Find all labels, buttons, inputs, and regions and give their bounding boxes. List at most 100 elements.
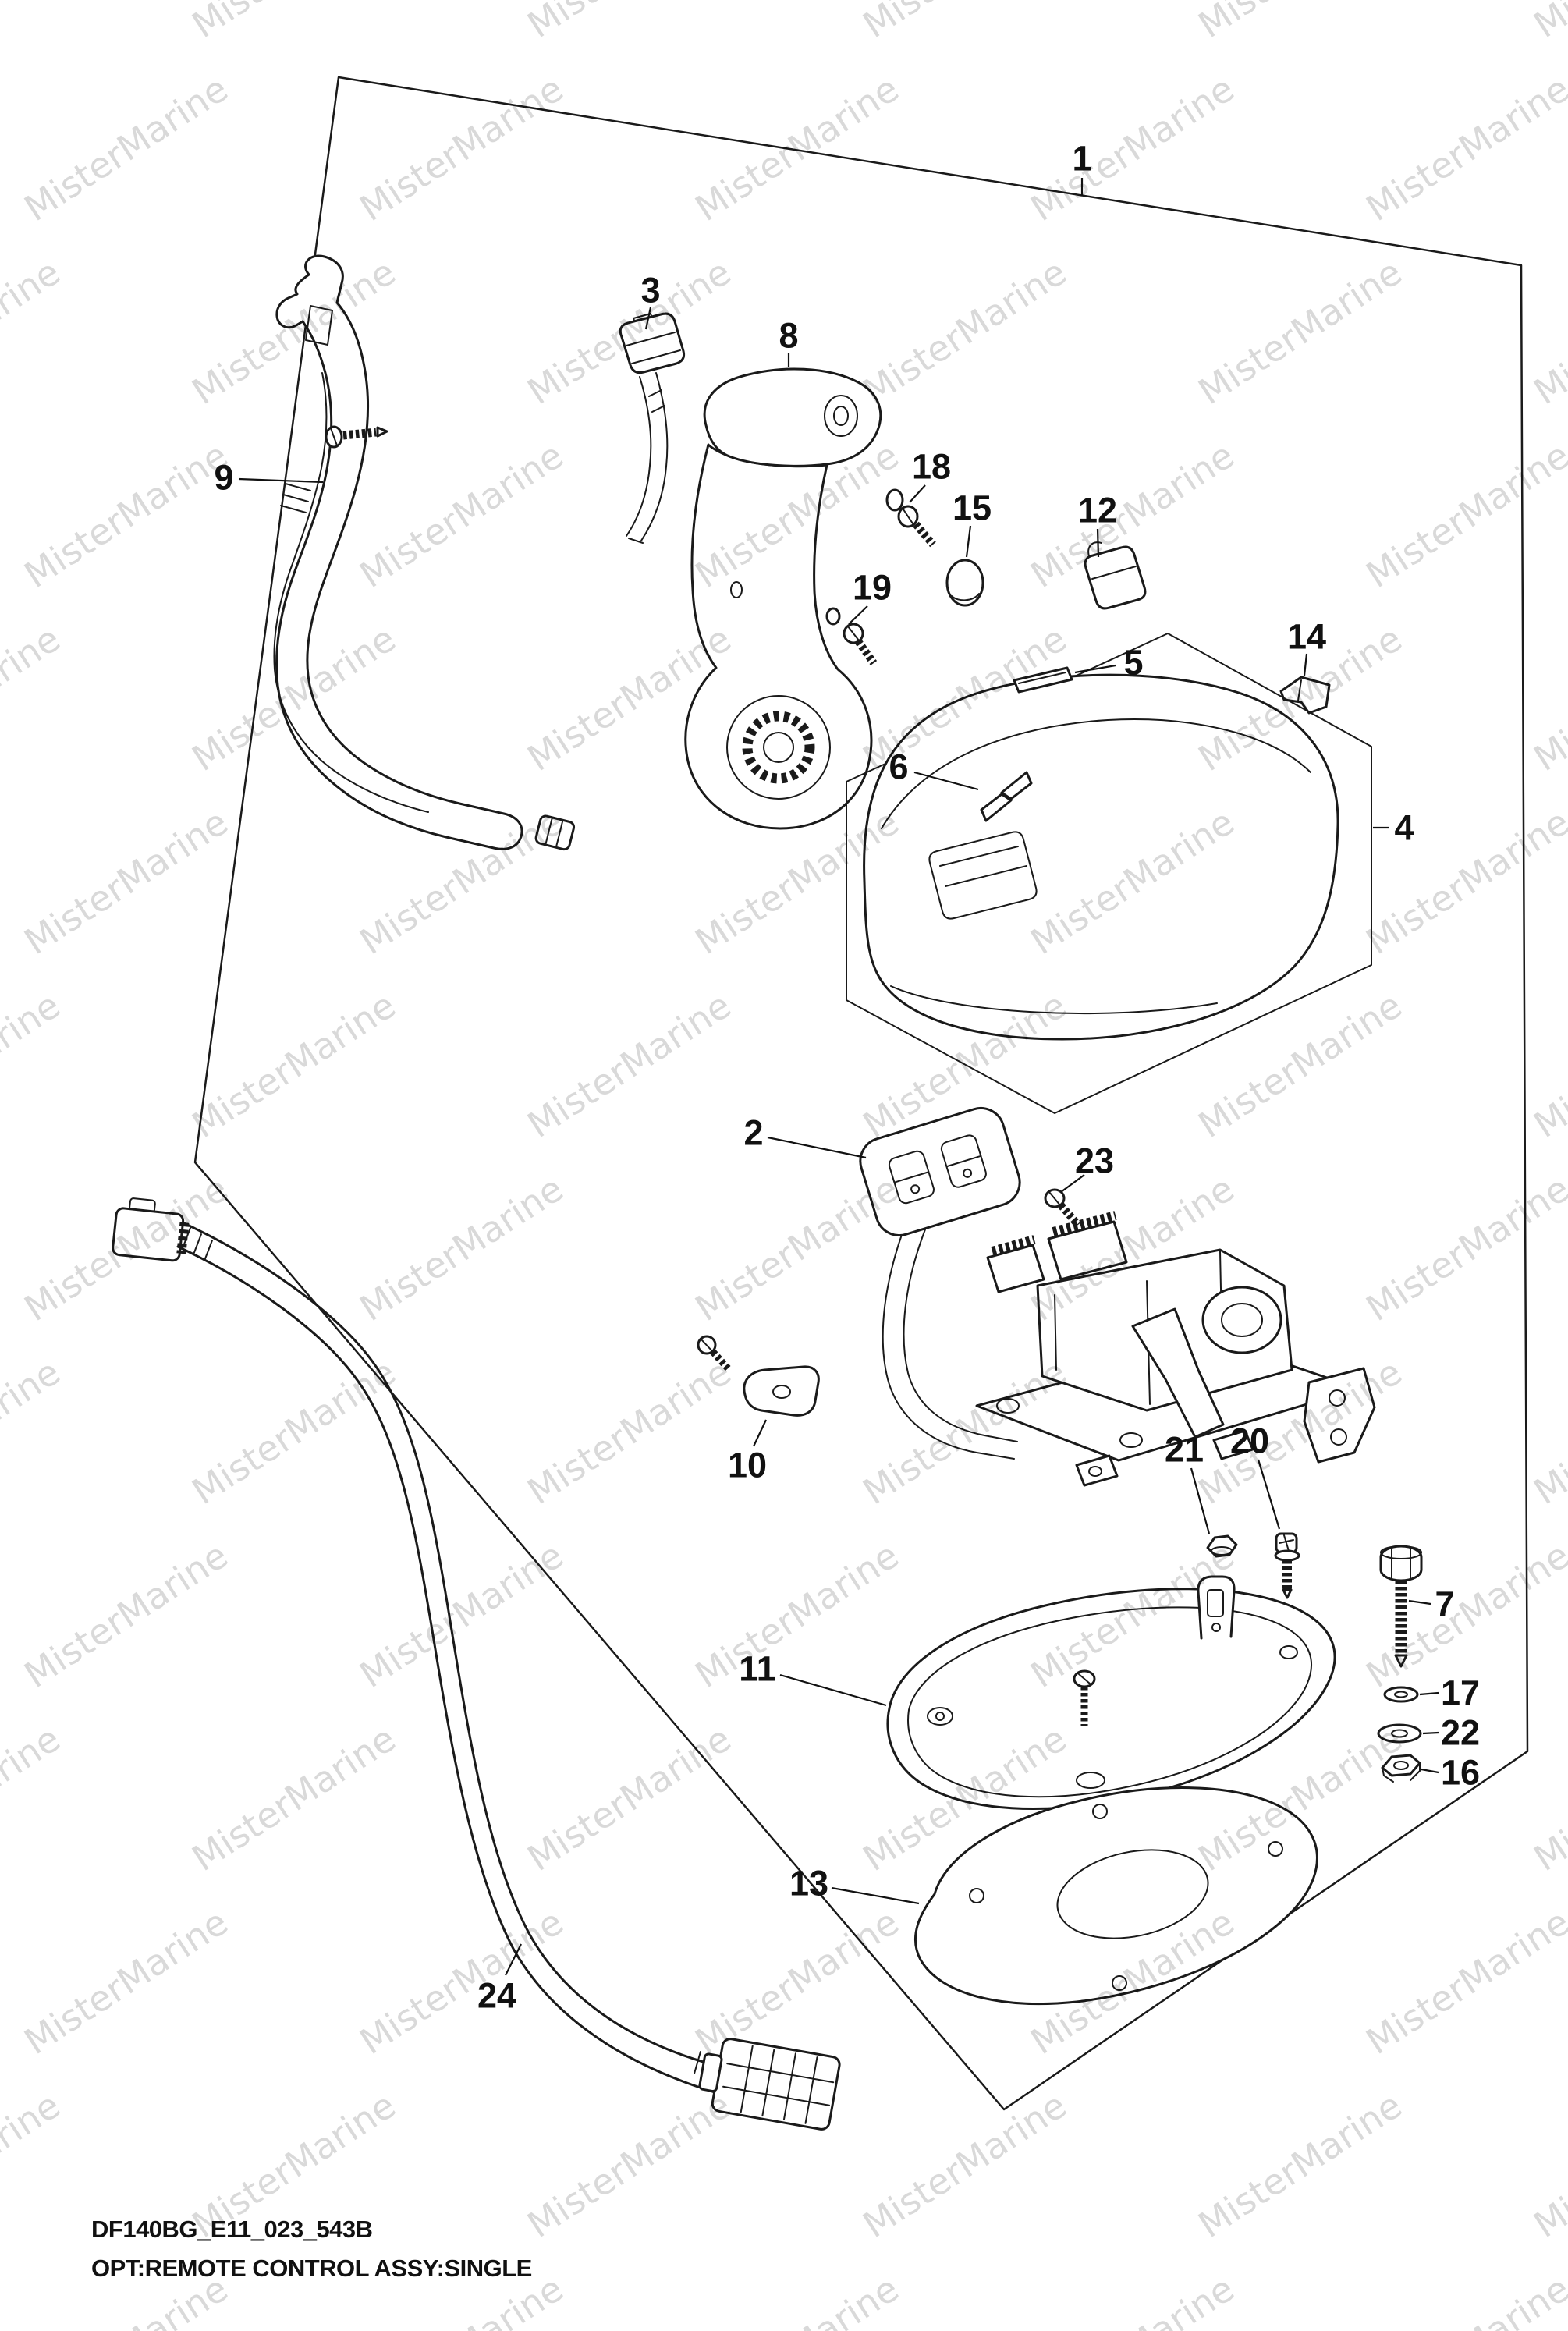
watermark-text: MisterMarine — [0, 2084, 68, 2246]
caption-code: DF140BG_E11_023_543B — [91, 2216, 373, 2243]
watermark-text: MisterMarine — [1527, 250, 1568, 413]
callout-22: 22 — [1422, 1713, 1480, 1753]
pivot-screw — [325, 425, 388, 449]
watermark-text: MisterMarine — [0, 617, 68, 779]
watermark-text: MisterMarine — [353, 67, 571, 229]
callout-number: 23 — [1075, 1141, 1114, 1181]
callout-number: 7 — [1435, 1584, 1454, 1624]
callout-21: 21 — [1165, 1430, 1211, 1534]
watermark-text: MisterMarine — [17, 1900, 236, 2063]
callout-number: 22 — [1441, 1713, 1480, 1753]
callout-leader-line — [913, 771, 979, 791]
callout-number: 12 — [1078, 491, 1117, 530]
watermark-text: MisterMarine — [0, 250, 68, 413]
callout-number: 9 — [214, 458, 233, 498]
diagram-artwork — [112, 76, 1529, 2131]
watermark-text: MisterMarine — [17, 800, 236, 963]
watermark-text: MisterMarine — [856, 2084, 1074, 2246]
watermark-text: MisterMarine — [1359, 1167, 1568, 1329]
callout-24: 24 — [477, 1943, 522, 2016]
watermark-text: MisterMarine — [688, 1900, 906, 2063]
main-mechanism — [975, 1211, 1376, 1487]
watermark-text: MisterMarine — [856, 0, 1074, 46]
callout-number: 15 — [953, 488, 992, 528]
part-12-grommet — [1084, 541, 1147, 610]
watermark-text: MisterMarine — [1191, 2084, 1410, 2246]
part-16-nut — [1381, 1754, 1421, 1783]
watermark-text: MisterMarine — [520, 250, 739, 413]
watermark-text: MisterMarine — [1527, 2084, 1568, 2246]
callout-leader-line — [767, 1136, 867, 1159]
watermark-text: MisterMarine — [1359, 2267, 1568, 2331]
callout-number: 20 — [1230, 1421, 1269, 1461]
callout-3: 3 — [640, 271, 661, 330]
watermark-text: MisterMarine — [1359, 800, 1568, 963]
callout-2: 2 — [743, 1113, 867, 1159]
callout-5: 5 — [1074, 643, 1144, 683]
watermark-text: MisterMarine — [1023, 67, 1242, 229]
part-6-emblem — [980, 771, 1033, 822]
callout-11: 11 — [739, 1649, 887, 1707]
callout-leader-line — [965, 525, 972, 558]
callout-leader-line — [848, 605, 868, 625]
callout-6: 6 — [889, 747, 979, 791]
watermark-text: MisterMarine — [520, 984, 739, 1146]
cover-box-outline — [846, 633, 1372, 1114]
part-13-gasket — [913, 1786, 1318, 2006]
part-11-housing — [886, 1575, 1336, 1811]
callout-13: 13 — [789, 1864, 920, 1905]
callout-number: 17 — [1441, 1673, 1480, 1713]
watermark-text: MisterMarine — [1527, 1350, 1568, 1513]
part-23-screw — [1044, 1188, 1081, 1228]
callout-number: 1 — [1072, 139, 1091, 179]
watermark-text: MisterMarine — [185, 984, 403, 1146]
callout-leader-line — [1074, 664, 1116, 674]
part-10-clamp — [697, 1335, 820, 1417]
watermark-text: MisterMarine — [688, 1534, 906, 1696]
part-9-handle — [273, 254, 576, 851]
callout-16: 16 — [1421, 1753, 1480, 1793]
callout-7: 7 — [1408, 1584, 1455, 1624]
callout-number: 18 — [912, 447, 951, 487]
callout-number: 10 — [728, 1446, 767, 1485]
callout-number: 11 — [739, 1649, 776, 1689]
callout-number: 5 — [1123, 643, 1143, 683]
watermark-text: MisterMarine — [520, 1350, 739, 1513]
caption-title: OPT:REMOTE CONTROL ASSY:SINGLE — [91, 2255, 532, 2282]
callout-number: 6 — [889, 747, 908, 787]
part-24-harness — [112, 1197, 841, 2131]
watermark-text: MisterMarine — [17, 1167, 236, 1329]
callout-19: 19 — [848, 568, 892, 625]
part-20-bolt — [1274, 1532, 1300, 1599]
part-21-nut — [1206, 1534, 1238, 1558]
watermark-text: MisterMarine — [0, 984, 68, 1146]
watermark-text: MisterMarine — [688, 2267, 906, 2331]
watermark-text: MisterMarine — [520, 0, 739, 46]
watermark-text: MisterMarine — [520, 1717, 739, 1879]
callout-14: 14 — [1287, 617, 1326, 676]
part-17-washer — [1383, 1686, 1419, 1703]
part-7-bolt — [1379, 1545, 1423, 1668]
callout-leader-line — [1060, 1174, 1085, 1193]
watermark-text: MisterMarine — [688, 67, 906, 229]
part-15-cap — [945, 559, 984, 607]
watermark-text: MisterMarine — [1527, 1717, 1568, 1879]
watermark-text: MisterMarine — [0, 1350, 68, 1513]
watermark-text: MisterMarine — [0, 0, 68, 46]
callout-leader-line — [1421, 1768, 1439, 1774]
callout-number: 21 — [1165, 1430, 1204, 1470]
part-18-screw — [885, 488, 936, 548]
watermark-text: MisterMarine — [185, 250, 403, 413]
callout-17: 17 — [1419, 1673, 1480, 1713]
callout-23: 23 — [1060, 1141, 1114, 1193]
watermark-text: MisterMarine — [520, 2084, 739, 2246]
watermark-text: MisterMarine — [185, 1350, 403, 1513]
watermark-text: MisterMarine — [1359, 1900, 1568, 2063]
watermark-text: MisterMarine — [17, 434, 236, 596]
callout-15: 15 — [953, 488, 992, 558]
callout-number: 14 — [1287, 617, 1326, 657]
callout-number: 13 — [789, 1864, 828, 1903]
callout-number: 16 — [1441, 1753, 1480, 1793]
caption: DF140BG_E11_023_543B OPT:REMOTE CONTROL … — [91, 2216, 532, 2282]
